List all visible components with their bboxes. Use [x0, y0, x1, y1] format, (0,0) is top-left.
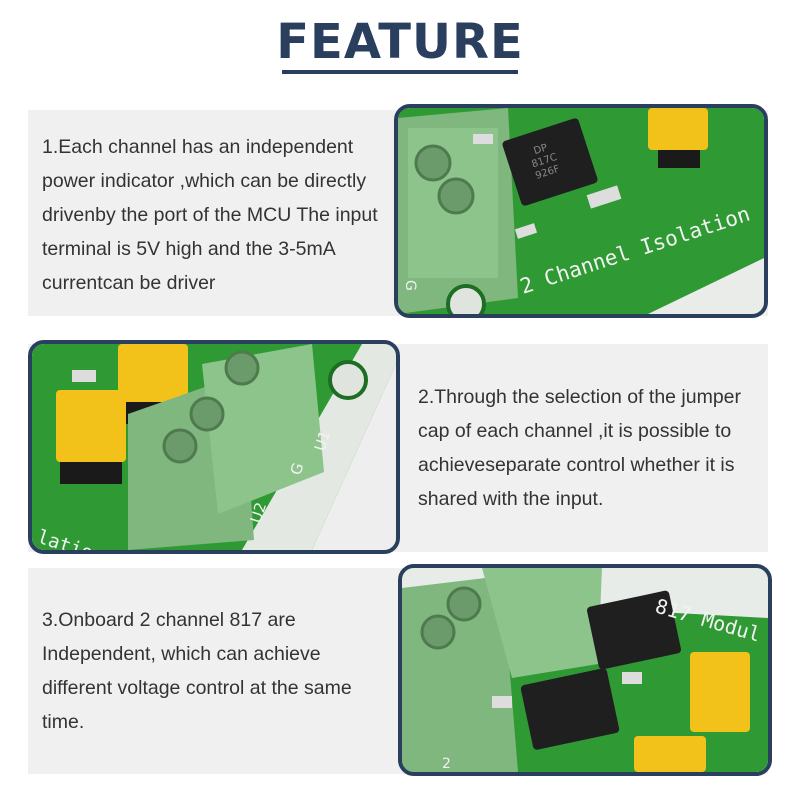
pcb-closeup-2: U1 G U2 lation	[32, 344, 396, 550]
feature-text-3: 3.Onboard 2 channel 817 are Independent,…	[42, 609, 352, 733]
feature-text-2: 2.Through the selection of the jumper ca…	[418, 386, 742, 510]
page-title: FEATURE	[276, 14, 524, 70]
silkscreen-pin-u2: U2	[247, 500, 270, 525]
feature-text-1: 1.Each channel has an independent power …	[42, 136, 378, 294]
board-photo-2: U1 G U2 lation	[28, 340, 400, 554]
title-underline	[282, 70, 518, 74]
board-photo-3: 817 Modul 2	[398, 564, 772, 776]
silkscreen-pin-g: G	[287, 461, 308, 478]
pcb-closeup-1: DP 817C 926F 2 Channel Isolation G	[398, 108, 764, 314]
silkscreen-pin-u1: U1	[311, 428, 334, 453]
board-photo-1: DP 817C 926F 2 Channel Isolation G	[394, 104, 768, 318]
silkscreen-pin-g: G	[402, 280, 418, 291]
chip-marking-dp: DP	[532, 142, 548, 157]
silkscreen-pin-2: 2	[442, 756, 451, 772]
pcb-closeup-3: 817 Modul 2	[402, 568, 768, 772]
